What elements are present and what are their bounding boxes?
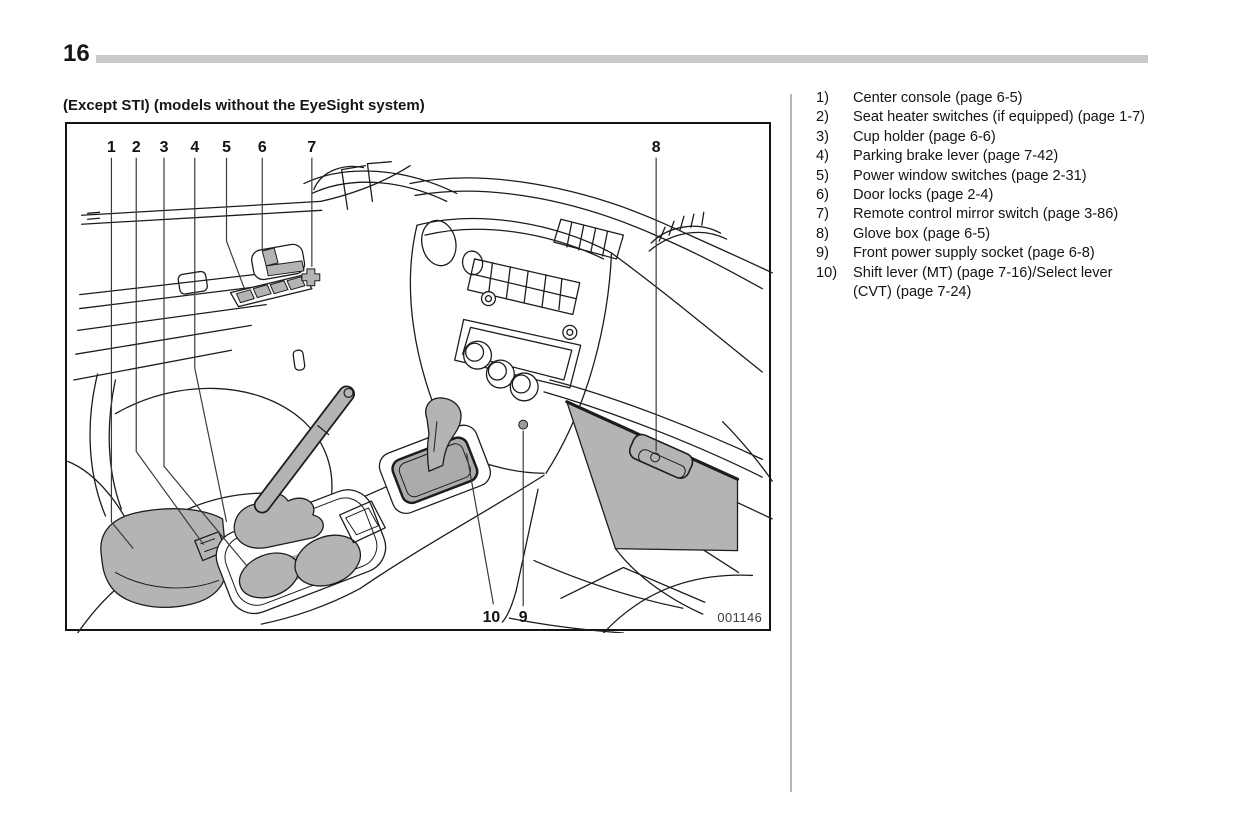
legend-item-number: 1) [816, 90, 829, 106]
legend-item-text: Parking brake lever (page 7-42) [853, 148, 1059, 165]
legend-item-number: 2) [816, 109, 829, 126]
legend-item-text: Remote control mirror switch (page 3-86) [853, 206, 1119, 223]
legend-item-text: Glove box (page 6-5) [853, 225, 991, 242]
figure-callout-2: 2 [132, 139, 141, 156]
legend-item: 7) Remote control mirror switch (page 3-… [816, 205, 1154, 224]
legend-item: 5) Power window switches (page 2-31) [816, 167, 1154, 186]
interior-illustration: 1 2 3 4 5 6 7 8 10 9 001146 [67, 139, 773, 633]
figure-callout-4: 4 [190, 139, 199, 156]
legend-item: 3) Cup holder (page 6-6) [816, 128, 1154, 147]
figure-caption: (Except STI) (models without the EyeSigh… [63, 97, 425, 114]
interior-figure: 1 2 3 4 5 6 7 8 10 9 001146 [65, 122, 773, 633]
legend-item: 6) Door locks (page 2-4) [816, 186, 1154, 205]
figure-callout-9: 9 [519, 609, 528, 626]
legend-item-number: 5) [816, 167, 829, 184]
figure-callout-3: 3 [160, 139, 169, 156]
column-divider [790, 94, 792, 792]
legend-item-number: 4) [816, 148, 829, 165]
legend-item-text: Cup holder (page 6-6) [853, 128, 996, 145]
page-number: 16 [63, 40, 90, 67]
legend-item-number: 8) [816, 225, 829, 242]
legend-item-text: Front power supply socket (page 6-8) [853, 245, 1095, 262]
callout-leader-lines [110, 157, 657, 607]
figure-callout-7: 7 [307, 139, 316, 156]
page-header-rule [96, 55, 1148, 63]
legend-item-text: Seat heater switches (if equipped) (page… [853, 109, 1146, 126]
legend-item-text: Power window switches (page 2-31) [853, 167, 1087, 184]
legend-item-text: Door locks (page 2-4) [853, 187, 994, 204]
legend-item: 9) Front power supply socket (page 6-8) [816, 244, 1154, 263]
legend-item: 4) Parking brake lever (page 7-42) [816, 147, 1154, 166]
legend-item: 10) Shift lever (MT) (page 7-16)/Select … [816, 264, 1154, 303]
legend-item-number: 10) [816, 264, 838, 281]
legend-item: 2) Seat heater switches (if equipped) (p… [816, 108, 1154, 127]
figure-callout-10: 10 [483, 609, 501, 626]
legend-item-number: 6) [816, 187, 829, 204]
legend-list: 1) Center console (page 6-5) 2) Seat hea… [816, 89, 1154, 302]
legend-item-text: Shift lever (MT) (page 7-16)/Select leve… [853, 264, 1113, 301]
figure-callout-5: 5 [222, 139, 231, 156]
legend-item-number: 7) [816, 206, 829, 223]
legend-item-number: 9) [816, 245, 829, 262]
legend-item: 1) Center console (page 6-5) [816, 89, 1154, 108]
legend-item-number: 3) [816, 128, 829, 145]
legend-item: 8) Glove box (page 6-5) [816, 225, 1154, 244]
figure-callout-8: 8 [652, 139, 661, 156]
figure-code: 001146 [717, 610, 762, 625]
legend-item-text: Center console (page 6-5) [853, 90, 1023, 106]
figure-callout-1: 1 [107, 139, 116, 156]
figure-callout-6: 6 [258, 139, 267, 156]
